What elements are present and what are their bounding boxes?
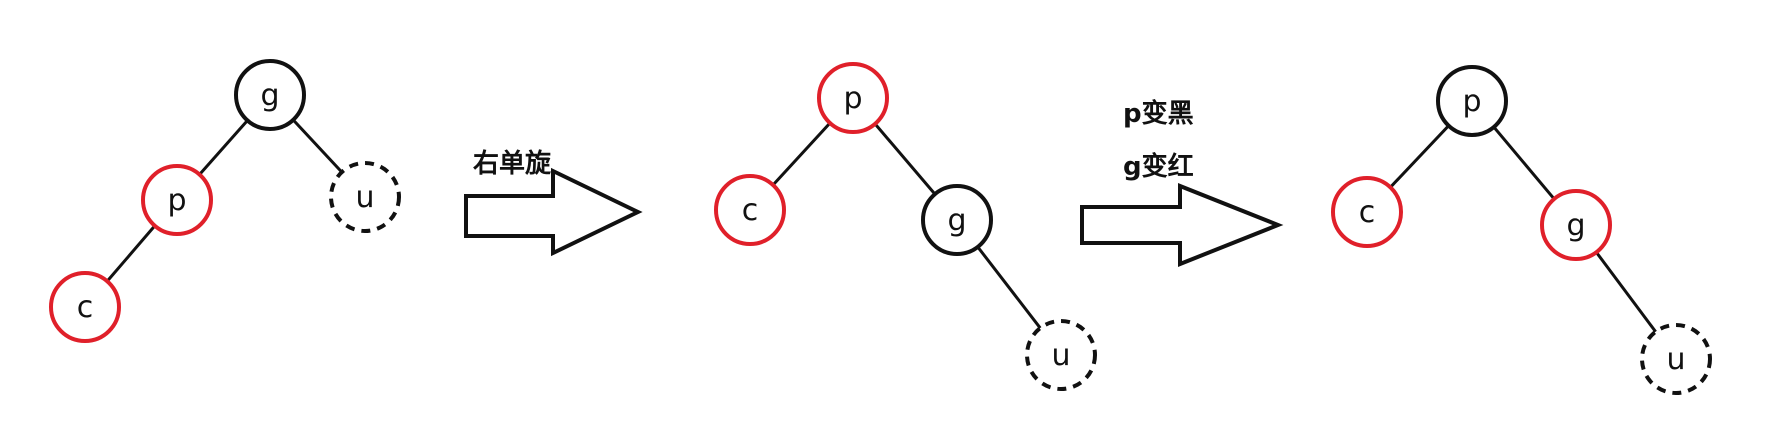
node-u-label: u: [1666, 342, 1685, 377]
node-g-label: g: [947, 203, 966, 238]
edge-g-u: [1595, 251, 1657, 333]
node-g-circle: [921, 184, 993, 256]
arrow-recolor: [1080, 183, 1284, 267]
node-c-label: c: [742, 193, 759, 228]
node-p-circle: [141, 164, 213, 236]
node-c-label: c: [1359, 195, 1376, 230]
step-label-right-rotation: 右单旋: [473, 149, 552, 179]
node-g-label: g: [260, 78, 279, 113]
node-c-label: c: [77, 290, 94, 325]
edge-g-p: [198, 119, 249, 176]
edge-p-g: [873, 122, 937, 196]
node-c-circle: [714, 174, 786, 246]
node-c-circle: [1331, 176, 1403, 248]
node-u-label: u: [1051, 338, 1070, 373]
node-u-label: u: [355, 180, 374, 215]
edge-p-c: [771, 122, 832, 186]
step-label-p-black: p变黑: [1123, 98, 1194, 129]
node-u-circle: [1025, 319, 1097, 391]
node-p-circle: [1436, 65, 1508, 137]
node-p-label: p: [843, 81, 862, 116]
arrow-right-rotation: [464, 167, 643, 257]
stage-before-rotation: g p u c: [49, 59, 401, 343]
edge-g-u: [292, 118, 343, 174]
stage-after-rotation: p c g u: [714, 62, 1097, 391]
edge-g-u: [976, 246, 1042, 329]
node-p-label: p: [1462, 84, 1481, 119]
node-g-circle: [1540, 189, 1612, 261]
edge-p-c: [1389, 124, 1450, 189]
node-p-label: p: [167, 183, 186, 218]
step-label-g-red: g变红: [1123, 151, 1194, 182]
node-u-circle: [329, 161, 401, 233]
node-p-circle: [817, 62, 889, 134]
stage-after-recolor: p c g u: [1331, 65, 1712, 395]
edge-p-g: [1492, 126, 1556, 200]
node-c-circle: [49, 271, 121, 343]
node-g-circle: [234, 59, 306, 131]
node-g-label: g: [1566, 208, 1585, 243]
step-recolor: p变黑 g变红: [1080, 98, 1284, 267]
node-u-circle: [1640, 323, 1712, 395]
step-right-rotation: 右单旋: [464, 149, 643, 257]
edge-p-c: [106, 224, 156, 283]
